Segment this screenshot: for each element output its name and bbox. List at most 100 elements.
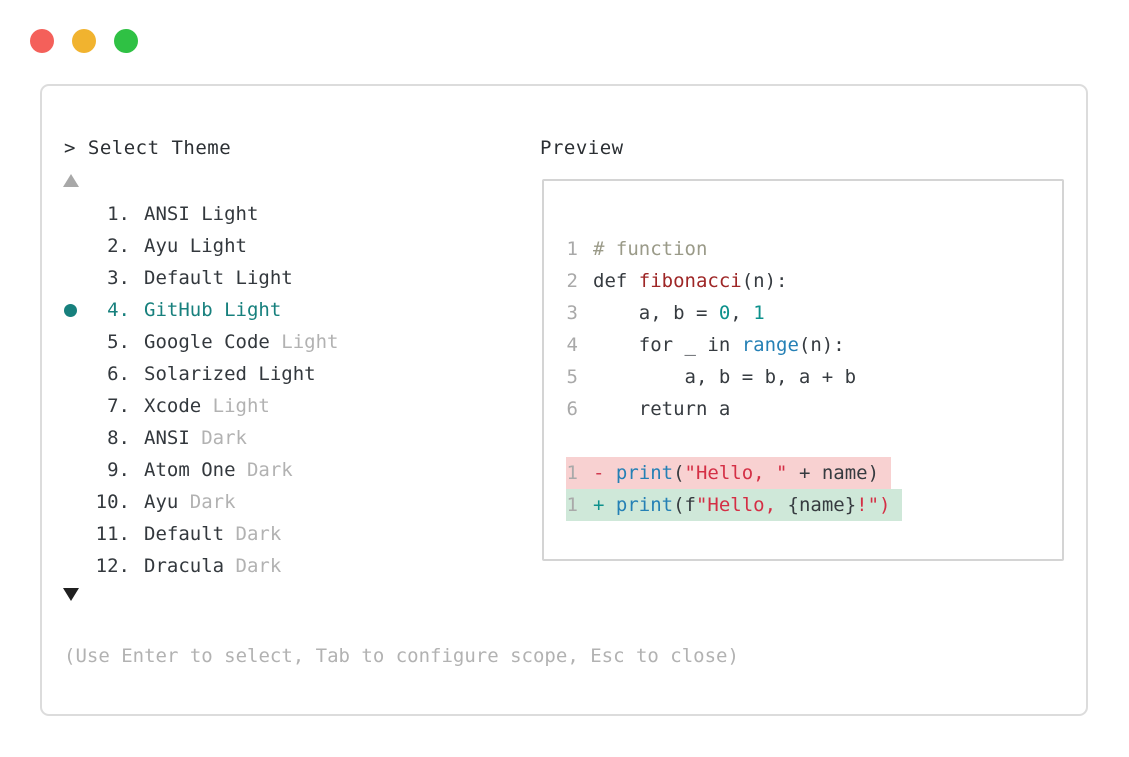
token-plain: ( [673, 462, 685, 484]
token-builtin: print [615, 462, 674, 484]
token-number: 0 [718, 302, 731, 324]
code-text: return a [593, 393, 731, 425]
line-content: 1 # function [566, 233, 719, 265]
theme-name: Google Code [144, 331, 270, 353]
theme-name: Ayu [144, 491, 179, 513]
token-plain: def [593, 270, 639, 292]
token-comment: # function [593, 238, 708, 260]
code-line: 6 return a [566, 393, 1062, 425]
token-plus: + [593, 494, 616, 516]
theme-number: 12. [95, 555, 130, 577]
code-text: - print("Hello, " + name) [593, 457, 879, 489]
code-text: a, b = 0, 1 [593, 297, 765, 329]
token-minus: - [593, 462, 616, 484]
theme-list-item[interactable]: 10. Ayu Dark [56, 486, 526, 518]
line-content: 1+ print(f"Hello, {name}!") [566, 489, 903, 521]
line-number: 4 [566, 334, 578, 356]
token-plain: a, b = b, a + b [593, 366, 857, 388]
theme-number: 1. [107, 203, 130, 225]
theme-name: ANSI [144, 427, 190, 449]
theme-number: 5. [107, 331, 130, 353]
token-plain: {name} [787, 494, 857, 516]
theme-list-item[interactable]: 2. Ayu Light [56, 230, 526, 262]
line-content: 6 return a [566, 393, 742, 425]
preview-label: Preview [540, 137, 624, 159]
theme-list-item[interactable]: 7.Xcode Light [56, 390, 526, 422]
theme-number: 10. [95, 491, 130, 513]
theme-number: 4. [107, 299, 130, 321]
scroll-up-icon[interactable] [63, 174, 79, 187]
token-plain: a, b = [593, 302, 719, 324]
window-controls [30, 29, 138, 53]
keyboard-hint: (Use Enter to select, Tab to configure s… [64, 645, 739, 667]
diff-del-line: 1- print("Hello, " + name) [566, 457, 1062, 489]
line-number: 3 [566, 302, 578, 324]
token-plain: + name) [787, 462, 880, 484]
close-button-icon[interactable] [30, 29, 54, 53]
token-string: !") [856, 494, 891, 516]
theme-list-item[interactable]: 3.Default Light [56, 262, 526, 294]
line-number: 5 [566, 366, 578, 388]
theme-name: Ayu Light [144, 235, 247, 257]
token-plain: , [730, 302, 754, 324]
zoom-button-icon[interactable] [114, 29, 138, 53]
code-line: 3 a, b = 0, 1 [566, 297, 1062, 329]
code-text: a, b = b, a + b [593, 361, 857, 393]
line-content: 5 a, b = b, a + b [566, 361, 868, 393]
token-plain: return a [593, 398, 731, 420]
theme-list-item[interactable]: 12. Dracula Dark [56, 550, 526, 582]
minimize-button-icon[interactable] [72, 29, 96, 53]
token-func: fibonacci [638, 270, 742, 292]
selected-bullet-icon [56, 303, 84, 317]
line-number [566, 425, 578, 457]
theme-variant-suffix: Dark [224, 523, 282, 545]
code-line: 1 # function [566, 233, 1062, 265]
theme-variant-suffix: Light [269, 331, 339, 353]
theme-number: 2. [107, 235, 130, 257]
token-string: "Hello, [695, 494, 788, 516]
theme-list-item[interactable]: 6. Solarized Light [56, 358, 526, 390]
scroll-down-icon[interactable] [63, 588, 79, 601]
theme-number: 8. [107, 427, 130, 449]
theme-name: Solarized Light [144, 363, 316, 385]
bullet-dot-icon [63, 303, 77, 317]
theme-number: 9. [107, 459, 130, 481]
code-text: for _ in range(n): [593, 329, 845, 361]
theme-variant-suffix: Dark [224, 555, 282, 577]
theme-list-item[interactable]: 8. ANSI Dark [56, 422, 526, 454]
line-number: 1 [566, 238, 578, 260]
theme-variant-suffix: Dark [178, 491, 236, 513]
theme-name: Atom One [144, 459, 236, 481]
theme-number: 11. [95, 523, 130, 545]
theme-name: GitHub Light [144, 299, 282, 321]
theme-variant-suffix: Dark [189, 427, 247, 449]
token-plain: for _ in [593, 334, 742, 356]
code-line: 5 a, b = b, a + b [566, 361, 1062, 393]
theme-list-item[interactable]: 9. Atom One Dark [56, 454, 526, 486]
code-text: def fibonacci(n): [593, 265, 787, 297]
theme-list-item[interactable]: 5. Google Code Light [56, 326, 526, 358]
line-content: 4 for _ in range(n): [566, 329, 857, 361]
token-string: "Hello, " [684, 462, 788, 484]
theme-list-item[interactable]: 4. GitHub Light [56, 294, 526, 326]
line-number: 1 [566, 462, 578, 484]
theme-number: 3. [107, 267, 130, 289]
theme-name: ANSI Light [144, 203, 259, 225]
theme-variant-suffix: Dark [235, 459, 293, 481]
token-plain: (n): [741, 270, 788, 292]
token-number: 1 [753, 302, 765, 324]
theme-list-item[interactable]: 1. ANSI Light [56, 198, 526, 230]
theme-list-item[interactable]: 11. Default Dark [56, 518, 526, 550]
theme-name: Default [144, 523, 225, 545]
line-content: 1- print("Hello, " + name) [566, 457, 892, 489]
token-plain: (n): [798, 334, 845, 356]
line-number: 6 [566, 398, 578, 420]
theme-name: Dracula [144, 555, 225, 577]
theme-number: 6. [107, 363, 130, 385]
token-plain: (f [673, 494, 696, 516]
